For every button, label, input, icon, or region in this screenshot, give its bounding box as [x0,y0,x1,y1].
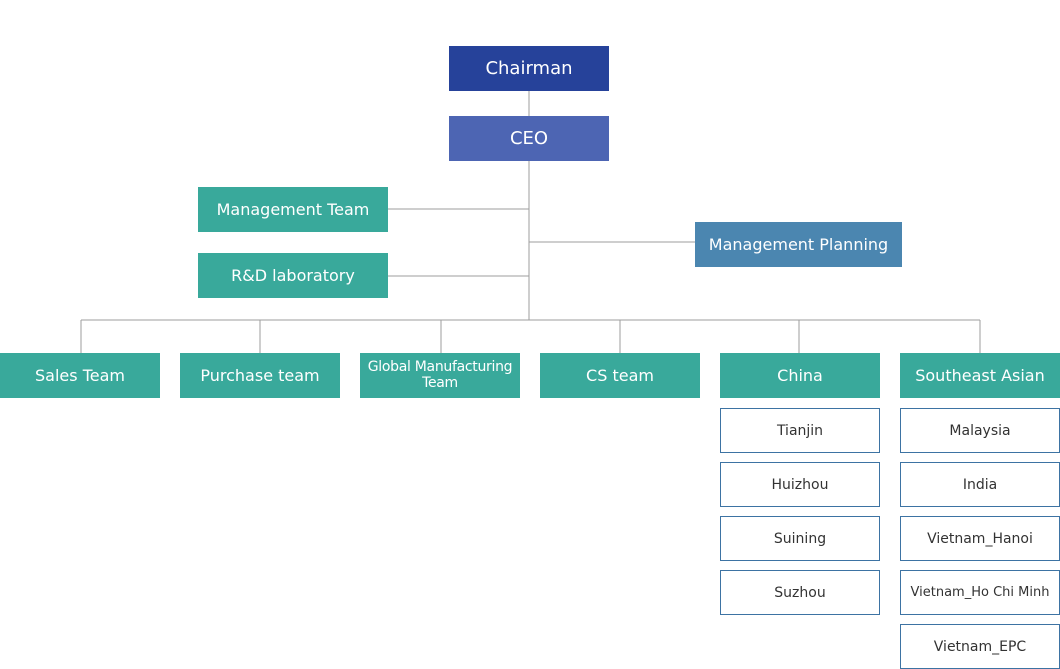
ceo-box: CEO [449,116,609,161]
department-southeast-asian: Southeast Asian [900,353,1060,398]
sea-branch-vietnam-hanoi: Vietnam_Hanoi [900,516,1060,561]
management-planning-box: Management Planning [695,222,902,267]
branch-label: Tianjin [776,422,824,439]
sea-branch-malaysia: Malaysia [900,408,1060,453]
department-sales-team: Sales Team [0,353,160,398]
chairman-box: Chairman [449,46,609,91]
sea-branch-india: India [900,462,1060,507]
rnd-laboratory-box: R&D laboratory [198,253,388,298]
china-branch-suzhou: Suzhou [720,570,880,615]
china-branch-suining: Suining [720,516,880,561]
branch-label: Suzhou [774,584,826,601]
china-branch-huizhou: Huizhou [720,462,880,507]
branch-label: Vietnam_Hanoi [927,530,1033,547]
branch-label: Vietnam_EPC [933,638,1027,655]
branch-label: Malaysia [949,422,1011,439]
management-team-box: Management Team [198,187,388,232]
sea-branch-vietnam-epc: Vietnam_EPC [900,624,1060,669]
department-global-manufacturing-team: Global Manufacturing Team [360,353,520,398]
department-purchase-team: Purchase team [180,353,340,398]
department-label: CS team [586,365,654,385]
department-label: Global Manufacturing Team [367,359,513,391]
department-china: China [720,353,880,398]
department-label: China [777,365,823,385]
branch-label: Suining [773,530,827,547]
department-label: Sales Team [35,365,125,385]
branch-label: Vietnam_Ho Chi Minh [910,585,1050,600]
chairman-label: Chairman [485,57,573,79]
china-branch-tianjin: Tianjin [720,408,880,453]
department-cs-team: CS team [540,353,700,398]
sea-branch-vietnam-ho-chi-minh: Vietnam_Ho Chi Minh [900,570,1060,615]
department-label: Purchase team [200,365,320,385]
department-label: Southeast Asian [915,365,1045,385]
branch-label: India [962,476,998,493]
management-team-label: Management Team [216,199,370,219]
management-planning-label: Management Planning [708,234,889,254]
branch-label: Huizhou [771,476,829,493]
rnd-laboratory-label: R&D laboratory [231,265,355,285]
ceo-label: CEO [509,127,549,149]
